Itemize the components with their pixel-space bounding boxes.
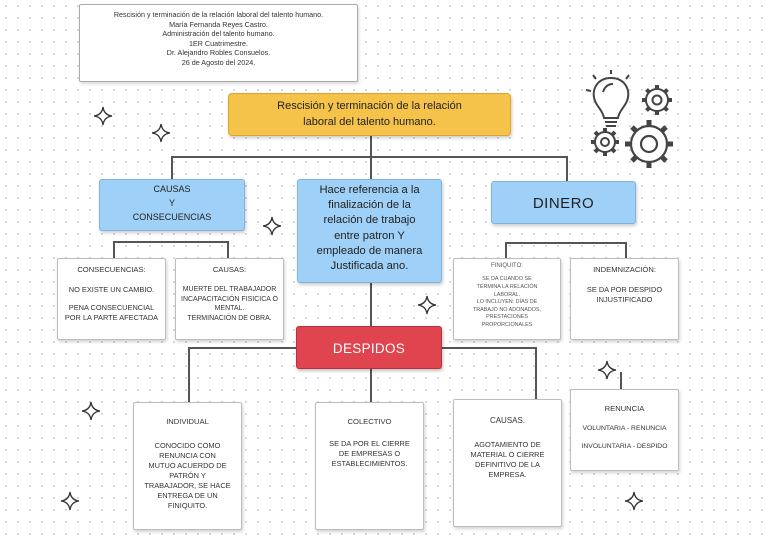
def-line: Hace referencia a la — [319, 184, 420, 196]
causas-top-title: CAUSAS: — [212, 265, 247, 274]
colectivo-line: DE EMPRESAS O — [338, 449, 401, 459]
header-line: Rescisión y terminación de la relación l… — [113, 10, 324, 19]
connector-causas-bar — [113, 241, 228, 243]
sparkle-icon — [624, 491, 644, 511]
finiquito-line: SE DA CUANDO SE — [482, 276, 532, 283]
colectivo-line: ESTABLECIMIENTOS. — [331, 459, 408, 469]
finiquito-line: PROPORCIONALES — [481, 321, 533, 328]
connector-despidos-mid-drop — [370, 369, 372, 402]
indemnizacion-title: INDEMNIZACIÓN: — [593, 265, 656, 274]
causas-top-line: INCAPACITACIÓN FISICICA O — [181, 295, 278, 303]
connector-right-drop — [566, 156, 568, 181]
definicion-node: Hace referencia a la finalización de la … — [297, 179, 442, 283]
despidos-label: DESPIDOS — [332, 341, 406, 356]
finiquito-line: LO INCLUYEN: DÍAS DE — [476, 299, 538, 306]
header-line: Administración del talento humano. — [162, 29, 275, 38]
connector-renuncia — [620, 372, 622, 389]
connector-dinero-left — [505, 242, 507, 258]
causas-top-line: MUERTE DEL TRABAJADOR — [182, 286, 277, 294]
consecuencias-title: CONSECUENCIAS: — [77, 265, 146, 274]
connector-dinero-bar — [505, 242, 626, 244]
dinero-node: DINERO — [491, 181, 636, 224]
def-line: Justificada ano. — [330, 260, 409, 273]
consecuencias-line: PENA CONSECUENCIAL — [68, 303, 155, 313]
renuncia-card: RENUNCIA VOLUNTARIA - RENUNCIA INVOLUNTA… — [570, 389, 679, 471]
sparkle-icon — [60, 491, 80, 511]
colectivo-title: COLECTIVO — [347, 417, 392, 426]
title-line-2: laboral del talento humano. — [303, 115, 436, 128]
despidos-node: DESPIDOS — [296, 326, 442, 369]
dinero-label: DINERO — [532, 195, 595, 212]
individual-line: TRABAJADOR, SE HACE — [144, 481, 231, 491]
finiquito-line: LABORAL. — [493, 291, 521, 298]
cc-line-3: CONSECUENCIAS — [132, 211, 212, 222]
sparkle-icon — [262, 216, 282, 236]
def-line: relación de trabajo — [323, 214, 416, 227]
sparkle-icon — [151, 123, 171, 143]
def-line: empleado de manera — [316, 244, 423, 257]
finiquito-card: FINIQUITO: SE DA CUANDO SE TERMINA LA RE… — [453, 258, 561, 340]
causas-consecuencias-node: CAUSAS Y CONSECUENCIAS — [99, 179, 245, 231]
indemnizacion-line: INJUSTIFICADO — [596, 295, 653, 305]
cc-line-1: CAUSAS — [153, 184, 191, 194]
individual-line: FINIQUITO. — [167, 501, 208, 511]
main-title-node: Rescisión y terminación de la relación l… — [228, 93, 511, 136]
def-line: finalización de la — [328, 199, 411, 212]
title-line-1: Rescisión y terminación de la relación — [277, 100, 462, 112]
individual-card: INDIVIDUAL CONOCIDO COMO RENUNCIA CON MU… — [133, 402, 242, 530]
connector-despidos-left-bar — [188, 347, 296, 349]
causas-bottom-title: CAUSAS. — [489, 416, 526, 425]
causas-top-line: MENTAL. — [214, 305, 245, 313]
causas-bottom-card: CAUSAS. AGOTAMIENTO DE MATERIAL O CIERRE… — [453, 399, 562, 527]
connector-causas-right — [227, 241, 229, 258]
header-line: Dr. Alejandro Robles Consuelos. — [166, 48, 271, 57]
lightbulb-gears-icon — [585, 70, 673, 168]
connector-left-drop — [171, 156, 173, 179]
connector-despidos-left-drop — [188, 347, 190, 402]
finiquito-line: TRABAJO NO ADONADOS, — [473, 306, 541, 313]
sparkle-icon — [93, 106, 113, 126]
header-line: 1ER Cuatrimestre. — [188, 38, 249, 48]
sparkle-icon — [597, 360, 617, 380]
indemnizacion-line: SE DA POR DESPIDO — [586, 285, 663, 295]
header-info-card: Rescisión y terminación de la relación l… — [79, 4, 358, 82]
individual-line: ENTREGA DE UN — [157, 491, 218, 501]
finiquito-title: FINIQUITO: — [491, 263, 523, 269]
connector-despidos-right-drop — [535, 347, 537, 399]
individual-line: MUTUO ACUERDO DE — [148, 461, 227, 471]
sparkle-icon — [81, 401, 101, 421]
finiquito-line: TERMINA LA RELACIÓN — [476, 283, 538, 290]
consecuencias-line: POR LA PARTE AFECTADA — [64, 313, 159, 323]
header-line: María Fernanda Reyes Castro. — [169, 19, 268, 29]
causas-top-card: CAUSAS: MUERTE DEL TRABAJADOR INCAPACITA… — [175, 258, 284, 340]
consecuencias-line: NO EXISTE UN CAMBIO. — [68, 285, 155, 295]
colectivo-line: SE DA POR EL CIERRE — [329, 439, 410, 449]
renuncia-title: RENUNCIA — [604, 404, 645, 413]
finiquito-line: PRESTACIONES — [486, 314, 528, 321]
causas-bottom-line: AGOTAMIENTO DE — [474, 439, 541, 449]
header-line: 26 de Agosto del 2024. — [181, 57, 256, 67]
sparkle-icon — [417, 295, 437, 315]
renuncia-line: INVOLUNTARIA - DESPIDO — [581, 443, 668, 451]
connector-causas-left — [113, 241, 115, 258]
causas-bottom-line: DEFINITIVO DE LA — [475, 459, 540, 469]
causas-bottom-line: MATERIAL O CIERRE — [470, 449, 545, 459]
renuncia-line: VOLUNTARIA - RENUNCIA — [582, 425, 667, 433]
individual-line: RENUNCIA CON — [159, 451, 216, 461]
causas-bottom-line: EMPRESA. — [488, 469, 527, 479]
indemnizacion-card: INDEMNIZACIÓN: SE DA POR DESPIDO INJUSTI… — [570, 258, 679, 340]
individual-title: INDIVIDUAL — [166, 417, 209, 426]
cc-line-2: Y — [168, 197, 175, 208]
def-line: entre patron Y — [334, 229, 405, 242]
colectivo-card: COLECTIVO SE DA POR EL CIERRE DE EMPRESA… — [315, 402, 424, 530]
individual-line: CONOCIDO COMO — [154, 441, 221, 451]
connector-despidos-right-bar — [442, 347, 536, 349]
connector-top-bar — [171, 156, 567, 158]
individual-line: PATRÓN Y — [169, 471, 206, 481]
connector-dinero-right — [625, 242, 627, 258]
causas-top-line: TERMINACIÓN DE OBRA. — [187, 314, 272, 322]
consecuencias-card: CONSECUENCIAS: NO EXISTE UN CAMBIO. PENA… — [57, 258, 166, 340]
